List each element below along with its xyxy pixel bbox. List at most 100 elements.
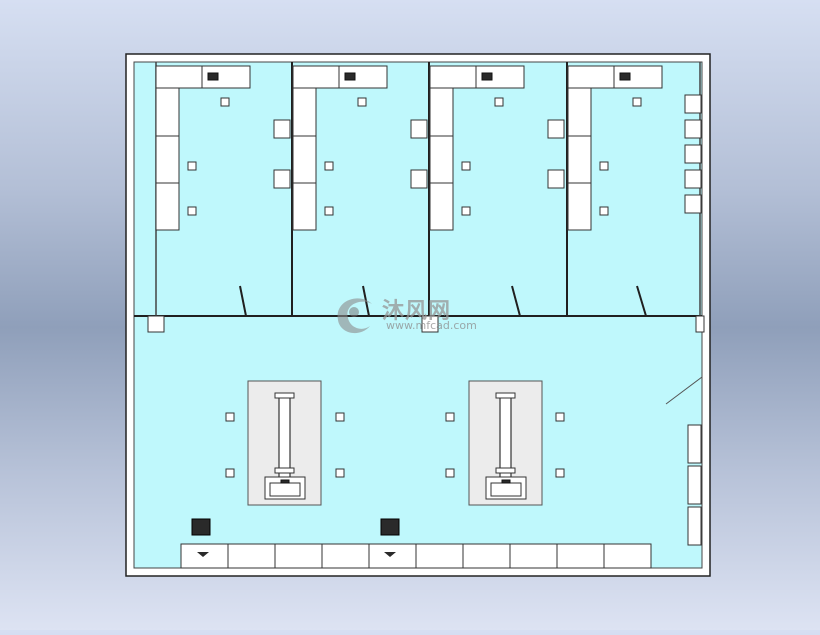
monitor-icon: [619, 72, 631, 81]
desk-side: [429, 87, 454, 137]
desk-top: [201, 65, 251, 89]
desk-side: [429, 135, 454, 184]
desk-top: [429, 65, 479, 89]
chair: [494, 97, 504, 107]
desk-side: [292, 182, 317, 231]
armchair: [410, 119, 428, 139]
armchair: [273, 169, 291, 189]
sink-drain-icon: [384, 552, 396, 557]
desk-side: [155, 135, 180, 184]
equipment-unit: [380, 518, 400, 536]
office-1: [155, 65, 291, 231]
sink-basin: [269, 482, 301, 497]
armchair: [410, 169, 428, 189]
desk-side: [567, 182, 592, 231]
chair: [220, 97, 230, 107]
monitor-icon: [344, 72, 356, 81]
desk-side: [292, 135, 317, 184]
chair: [187, 206, 197, 216]
desk-side: [292, 87, 317, 137]
desk-side: [567, 87, 592, 137]
chair: [335, 468, 345, 478]
lab-bench-1: [247, 380, 322, 506]
counter-segment: [274, 543, 323, 569]
counter-segment: [462, 543, 511, 569]
counter-segment: [509, 543, 558, 569]
chair: [335, 412, 345, 422]
monitor-icon: [207, 72, 219, 81]
desk-side: [155, 182, 180, 231]
desk-top: [292, 65, 342, 89]
counter-segment: [556, 543, 605, 569]
desk-top: [613, 65, 663, 89]
watermark-url: www.mfcad.com: [386, 319, 477, 332]
chair: [357, 97, 367, 107]
counter-segment: [321, 543, 370, 569]
chair: [555, 468, 565, 478]
armchair: [547, 119, 565, 139]
desk-side: [155, 87, 180, 137]
faucet: [280, 479, 290, 484]
counter-segment: [368, 543, 417, 569]
equipment-unit: [191, 518, 211, 536]
wall-cabinet: [684, 144, 702, 164]
watermark-logo: [337, 298, 372, 334]
chair: [461, 161, 471, 171]
desk-side: [567, 135, 592, 184]
watermark-text: 沐风网: [382, 299, 452, 324]
counter-segment: [227, 543, 276, 569]
chair: [445, 412, 455, 422]
chair: [599, 161, 609, 171]
wall-cabinet: [684, 169, 702, 189]
desk-top: [475, 65, 525, 89]
monitor-icon: [481, 72, 493, 81]
door-swing: [636, 285, 647, 317]
office-2: [292, 65, 428, 231]
column-right: [695, 315, 705, 333]
storage-cabinet: [687, 506, 702, 546]
logo-swirl: [337, 298, 372, 334]
column-left: [147, 315, 165, 333]
storage-cabinet: [687, 424, 702, 464]
chair: [324, 206, 334, 216]
sink-drain-icon: [197, 552, 209, 557]
chair: [599, 206, 609, 216]
desk-top: [567, 65, 617, 89]
office-3: [429, 65, 565, 231]
armchair: [273, 119, 291, 139]
rack-cap: [495, 392, 516, 399]
door-swing: [239, 285, 247, 317]
chair: [324, 161, 334, 171]
desk-top: [338, 65, 388, 89]
wall-cabinet: [684, 94, 702, 114]
chair: [632, 97, 642, 107]
chair: [225, 412, 235, 422]
counter-segment: [180, 543, 229, 569]
desk-side: [429, 182, 454, 231]
door-swing: [511, 285, 521, 317]
wall-cabinet: [684, 119, 702, 139]
logo-dot: [349, 307, 359, 317]
office-4: [567, 65, 663, 231]
column-center: [421, 315, 439, 333]
chair: [225, 468, 235, 478]
desk-top: [155, 65, 205, 89]
faucet: [501, 479, 511, 484]
chair: [445, 468, 455, 478]
counter-segment: [603, 543, 652, 569]
rack-base: [274, 467, 295, 474]
door-swing-lab: [665, 376, 703, 405]
storage-cabinet: [687, 465, 702, 505]
chair: [555, 412, 565, 422]
armchair: [547, 169, 565, 189]
sink-basin: [490, 482, 522, 497]
wall-cabinet: [684, 194, 702, 214]
lab-bench-2: [468, 380, 543, 506]
rack-base: [495, 467, 516, 474]
rack-cap: [274, 392, 295, 399]
counter-segment: [415, 543, 464, 569]
chair: [187, 161, 197, 171]
chair: [461, 206, 471, 216]
